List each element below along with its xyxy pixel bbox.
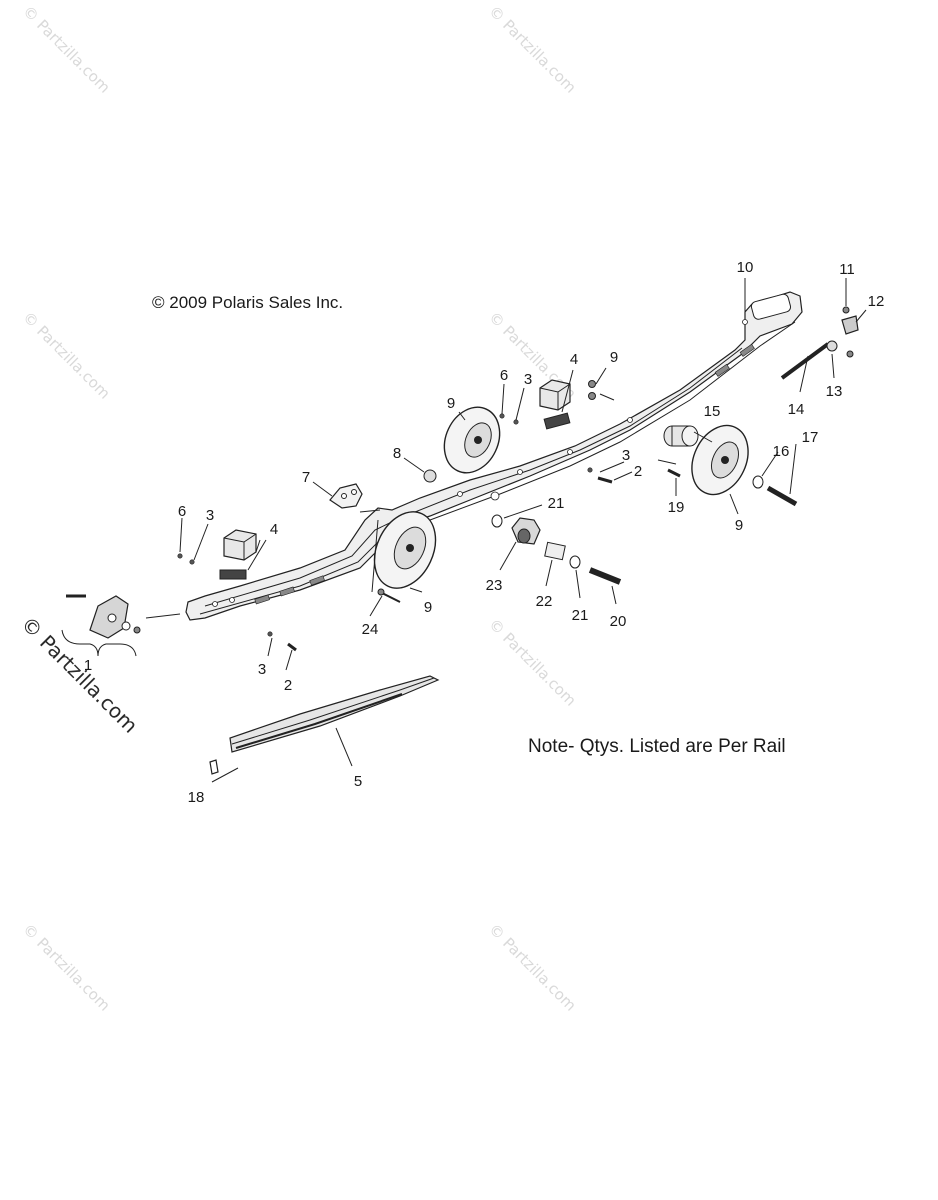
callout-3: 3 xyxy=(258,661,266,678)
callout-20: 20 xyxy=(610,613,627,630)
callout-9: 9 xyxy=(424,599,432,616)
callout-5: 5 xyxy=(354,773,362,790)
idler-wheel xyxy=(443,406,501,474)
pin xyxy=(209,759,219,775)
callout-2: 2 xyxy=(634,463,642,480)
callout-6: 6 xyxy=(500,367,508,384)
spacer xyxy=(544,541,566,561)
clip xyxy=(841,315,859,335)
watermark: © Partzilla.com xyxy=(485,2,580,97)
nut xyxy=(846,350,854,358)
callout-1: 1 xyxy=(84,657,92,674)
bolt xyxy=(287,642,297,652)
callout-16: 16 xyxy=(773,443,790,460)
bolt xyxy=(766,485,798,507)
callout-21: 21 xyxy=(572,607,589,624)
callout-19: 19 xyxy=(668,499,685,516)
watermark: © Partzilla.com xyxy=(485,615,580,710)
callout-22: 22 xyxy=(536,593,553,610)
callout-12: 12 xyxy=(868,293,885,310)
callout-9: 9 xyxy=(610,349,618,366)
washer xyxy=(491,514,503,528)
callout-8: 8 xyxy=(393,445,401,462)
watermark-group: © Partzilla.com © Partzilla.com © Partzi… xyxy=(19,2,580,1015)
bolt xyxy=(667,468,681,478)
nut xyxy=(588,380,596,388)
watermark: © Partzilla.com xyxy=(485,920,580,1015)
callout-21: 21 xyxy=(548,495,565,512)
wear-block xyxy=(539,379,571,430)
nut xyxy=(423,469,437,483)
callout-labels: 10 11 12 13 14 4 9 6 3 9 15 8 3 2 16 17 … xyxy=(84,259,885,806)
axle-bolt xyxy=(780,342,830,380)
nut xyxy=(826,340,838,352)
callout-17: 17 xyxy=(802,429,819,446)
nut xyxy=(842,306,850,314)
callout-13: 13 xyxy=(826,383,843,400)
callout-11: 11 xyxy=(839,261,855,278)
callout-15: 15 xyxy=(704,403,721,420)
callout-24: 24 xyxy=(362,621,379,638)
callout-14: 14 xyxy=(788,401,805,418)
callout-3: 3 xyxy=(206,507,214,524)
callout-6: 6 xyxy=(178,503,186,520)
copyright-text: © 2009 Polaris Sales Inc. xyxy=(152,293,343,312)
callout-10: 10 xyxy=(737,259,754,276)
side-watermark: © Partzilla.com xyxy=(16,612,142,738)
spacer xyxy=(663,425,699,447)
screw-group xyxy=(177,413,593,637)
callout-23: 23 xyxy=(486,577,503,594)
bolt xyxy=(597,476,613,484)
callout-18: 18 xyxy=(188,789,205,806)
callout-2: 2 xyxy=(284,677,292,694)
callout-9: 9 xyxy=(735,517,743,534)
rail-tip xyxy=(66,594,141,639)
callout-4: 4 xyxy=(270,521,278,538)
callout-7: 7 xyxy=(302,469,310,486)
nut xyxy=(588,392,596,400)
watermark: © Partzilla.com xyxy=(19,2,114,97)
wear-block xyxy=(219,529,257,580)
callout-9: 9 xyxy=(447,395,455,412)
callout-3: 3 xyxy=(524,371,532,388)
idler-wheel xyxy=(691,424,749,496)
note-text: Note- Qtys. Listed are Per Rail xyxy=(528,736,786,757)
washer xyxy=(752,475,764,489)
callout-4: 4 xyxy=(570,351,578,368)
watermark: © Partzilla.com xyxy=(19,920,114,1015)
wear-strip xyxy=(229,675,440,753)
watermark: © Partzilla.com xyxy=(19,308,114,403)
leader-lines xyxy=(61,278,867,783)
idler-wheel xyxy=(373,511,437,589)
axle-bolt xyxy=(588,567,622,585)
washer xyxy=(569,555,581,569)
callout-3: 3 xyxy=(622,447,630,464)
